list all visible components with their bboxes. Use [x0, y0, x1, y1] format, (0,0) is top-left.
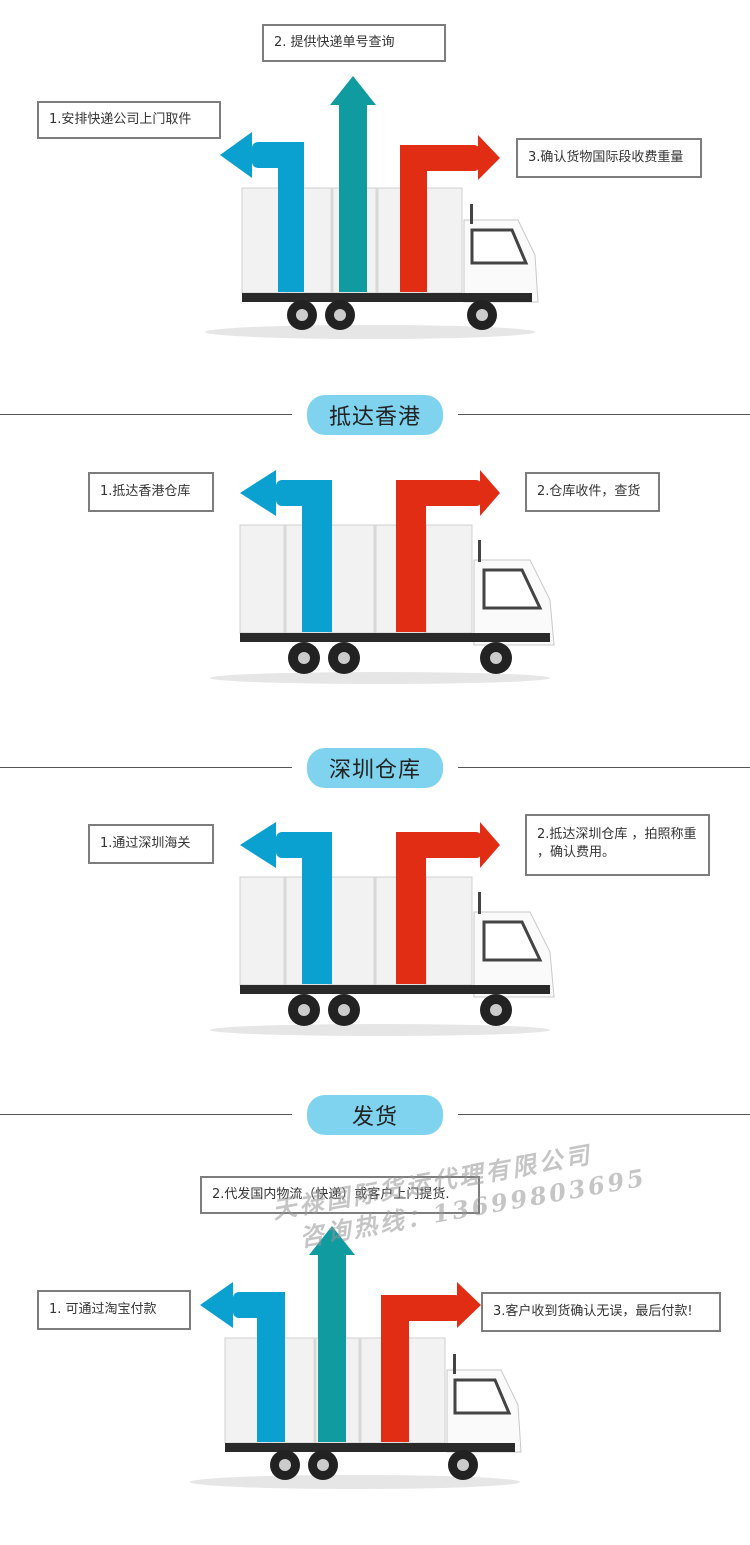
divider-right-3	[458, 767, 750, 768]
divider-left-3	[0, 767, 292, 768]
step-label-final-payment: 3.客户收到货确认无误，最后付款!	[481, 1292, 721, 1332]
step-label-domestic-delivery: 2.代发国内物流（快递）或客户上门提货.	[200, 1176, 480, 1214]
step-label-taobao-pay: 1. 可通过淘宝付款	[37, 1290, 191, 1330]
divider-right-4	[458, 1114, 750, 1115]
section-title-shenzhen: 深圳仓库	[307, 748, 443, 788]
step-label-customs: 1.通过深圳海关	[88, 824, 214, 864]
section-title-shipping: 发货	[307, 1095, 443, 1135]
truck-illustration-4	[190, 1226, 522, 1489]
divider-right-2	[458, 414, 750, 415]
truck-illustration-3	[210, 822, 555, 1036]
truck-illustration-2	[210, 470, 555, 684]
step-label-arrive-hk: 1.抵达香港仓库	[88, 472, 214, 512]
step-label-weight: 3.确认货物国际段收费重量	[516, 138, 702, 178]
step-label-receive-check: 2.仓库收件，查货	[525, 472, 660, 512]
section-title-hongkong: 抵达香港	[307, 395, 443, 435]
step-label-weigh-confirm: 2.抵达深圳仓库 ，拍照称重 ，确认费用。	[525, 814, 710, 876]
step-label-pickup: 1.安排快递公司上门取件	[37, 101, 221, 139]
truck-illustration-1	[205, 76, 539, 339]
divider-left-4	[0, 1114, 292, 1115]
divider-left-2	[0, 414, 292, 415]
step-label-tracking: 2. 提供快递单号查询	[262, 24, 446, 62]
